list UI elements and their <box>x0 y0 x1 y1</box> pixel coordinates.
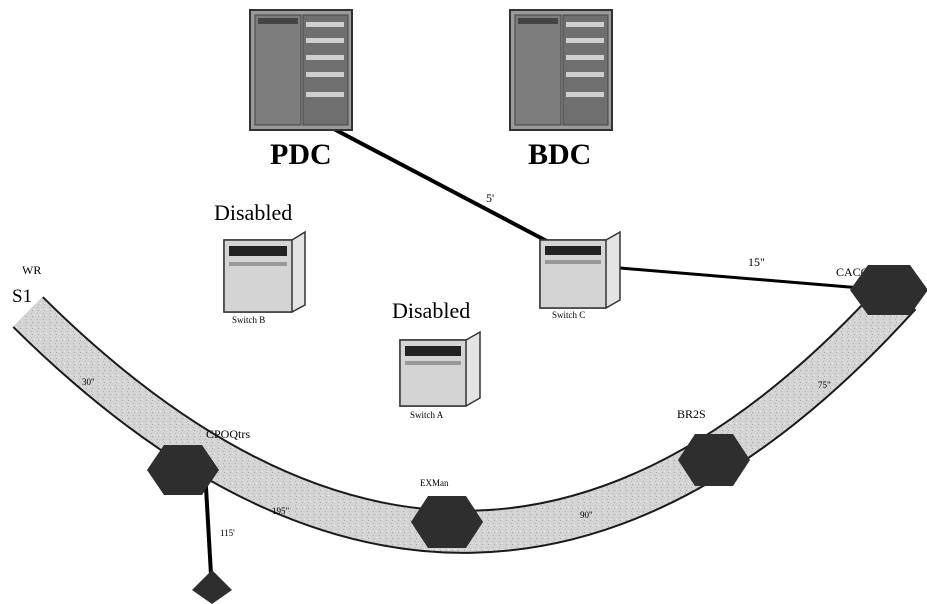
switch-a-status: Disabled <box>392 298 470 323</box>
switch-c-caption: Switch C <box>552 310 585 320</box>
label-cpoqtrs-drop-distance: 115' <box>220 528 235 538</box>
switch-a-caption: Switch A <box>410 410 444 420</box>
pdc-server[interactable] <box>249 9 353 131</box>
exman-label: EXMan <box>420 478 449 488</box>
link-switch-c-cacc <box>619 266 886 292</box>
label-br2s-cacc-distance: 75" <box>818 380 831 390</box>
s1-label: S1 <box>12 286 32 307</box>
link-pdc-switch-c <box>331 126 561 250</box>
bdc-label: BDC <box>528 138 591 171</box>
switch-b-caption: Switch B <box>232 315 265 325</box>
switch-a[interactable] <box>399 330 481 407</box>
br2s-node[interactable] <box>678 434 750 486</box>
switch-b[interactable] <box>223 230 306 313</box>
exman-node[interactable] <box>411 496 483 548</box>
label-s1-cpoqtrs-distance: 30" <box>82 377 95 387</box>
switch-c[interactable] <box>539 230 621 309</box>
cpoqtrs-node[interactable] <box>147 445 219 495</box>
label-switch-c-cacc-distance: 15" <box>748 255 765 269</box>
endpoint-node[interactable] <box>192 570 232 604</box>
cacc-node[interactable] <box>850 265 927 315</box>
bdc-server[interactable] <box>509 9 613 131</box>
label-cpoqtrs-exman-distance: 195" <box>272 506 290 516</box>
cpoqtrs-label: CPOQtrs <box>206 427 250 441</box>
wr-label: WR <box>22 263 41 277</box>
label-exman-br2s-distance: 90" <box>580 510 593 520</box>
label-pdc-switch-c-distance: 5' <box>486 191 494 205</box>
pdc-label: PDC <box>270 138 332 171</box>
switch-b-status: Disabled <box>214 200 292 225</box>
br2s-label: BR2S <box>677 407 706 421</box>
